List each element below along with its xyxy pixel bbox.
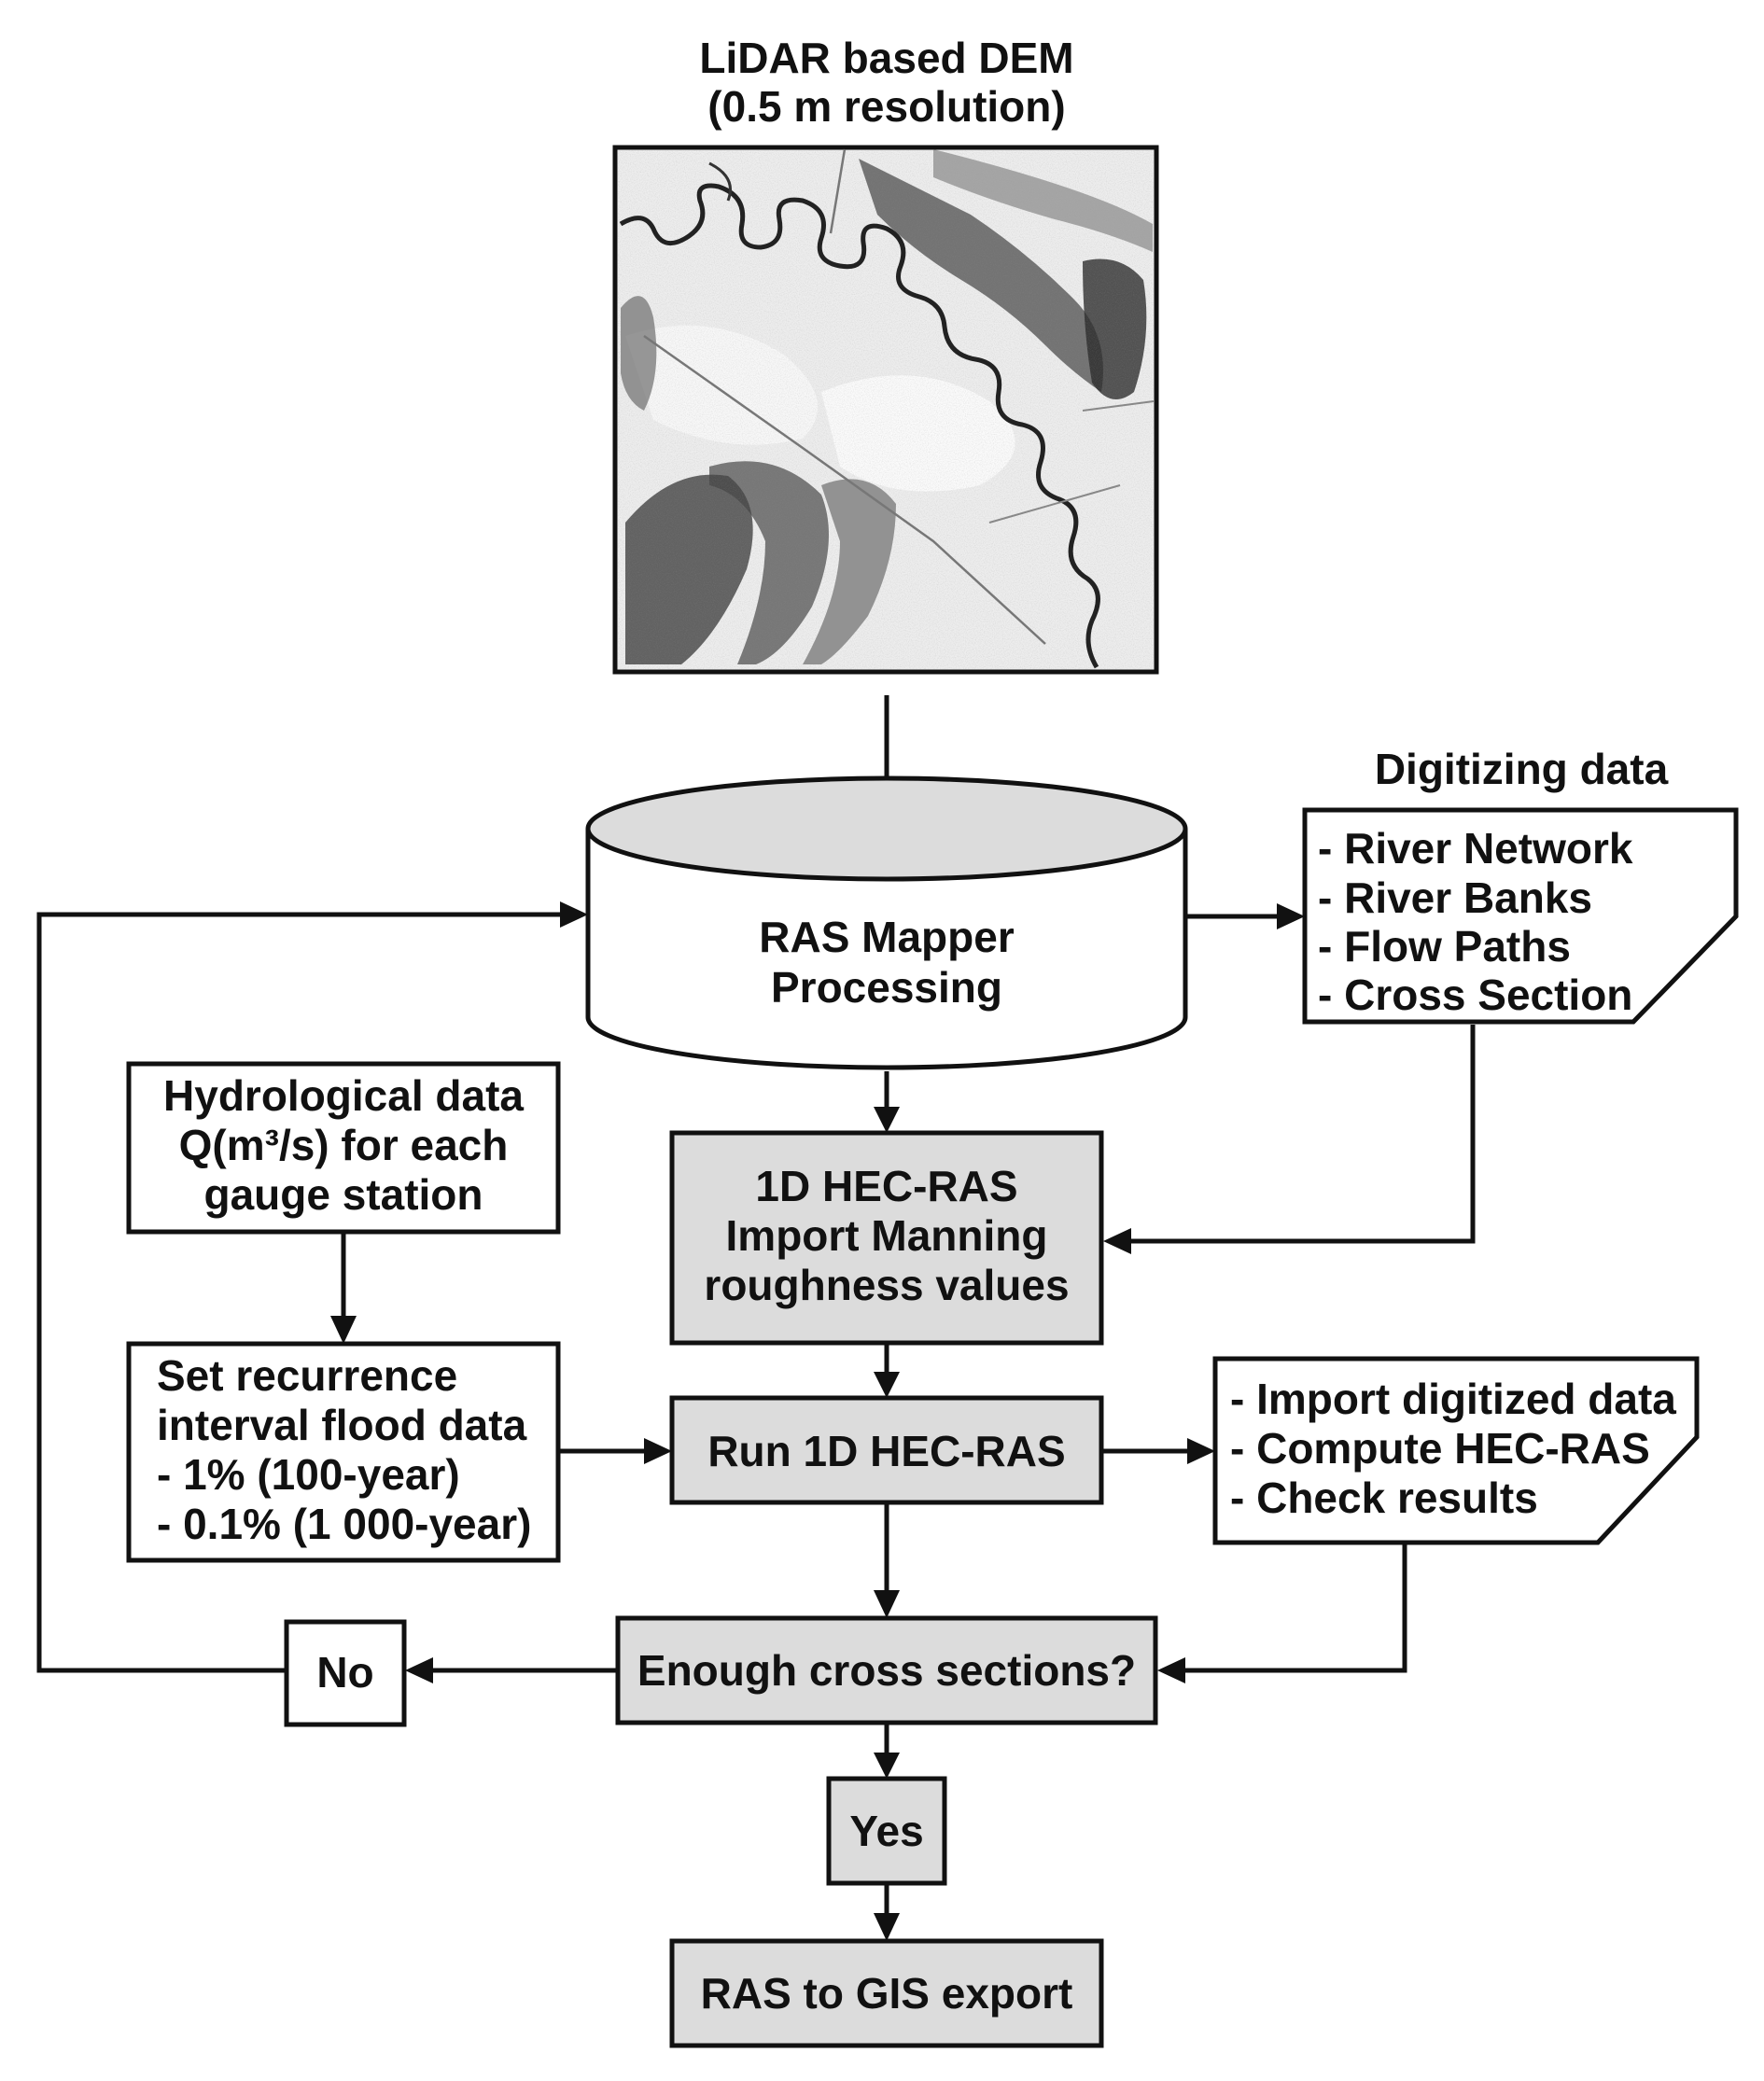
arrowhead-notes-to-decision bbox=[1157, 1657, 1185, 1683]
recurrence-line3: - 1% (100-year) bbox=[157, 1450, 460, 1499]
arrowhead-yes-to-export bbox=[874, 1913, 900, 1941]
hydrological-line3: gauge station bbox=[203, 1170, 483, 1219]
connector-digitizing-to-import bbox=[1129, 1025, 1476, 1244]
arrowhead-import-to-run bbox=[874, 1372, 900, 1398]
decision-box bbox=[615, 1615, 1158, 1725]
digitizing-item: - Cross Section bbox=[1318, 971, 1632, 1019]
digitizing-title: Digitizing data bbox=[1375, 745, 1669, 793]
export-label: RAS to GIS export bbox=[701, 1969, 1073, 2018]
arrowhead-run-to-decision bbox=[874, 1590, 900, 1618]
run-notes-box bbox=[1212, 1356, 1700, 1545]
dem-title-line1: LiDAR based DEM bbox=[699, 34, 1073, 82]
dem-image bbox=[612, 145, 1159, 675]
recurrence-box bbox=[126, 1341, 561, 1563]
no-label: No bbox=[316, 1648, 373, 1697]
arrowhead-run-to-notes bbox=[1187, 1438, 1215, 1464]
arrowhead-processing-to-import bbox=[874, 1107, 900, 1133]
processing-label-line2: Processing bbox=[771, 963, 1002, 1012]
hydrological-line1: Hydrological data bbox=[163, 1071, 524, 1120]
run-box bbox=[669, 1395, 1104, 1505]
import-manning-line2: Import Manning bbox=[726, 1211, 1048, 1260]
recurrence-line4: - 0.1% (1 000-year) bbox=[157, 1500, 531, 1548]
arrowhead-digitizing-to-import bbox=[1103, 1228, 1131, 1254]
run-notes-item: - Check results bbox=[1230, 1473, 1538, 1522]
no-box bbox=[284, 1619, 407, 1727]
decision-label: Enough cross sections? bbox=[637, 1646, 1136, 1695]
processing-cylinder bbox=[585, 775, 1188, 1070]
yes-box bbox=[826, 1776, 947, 1886]
hydrological-line2: Q(m³/s) for each bbox=[179, 1121, 509, 1169]
processing-label-line1: RAS Mapper bbox=[759, 913, 1015, 961]
arrowhead-decision-to-yes bbox=[874, 1753, 900, 1779]
run-notes-item: - Compute HEC-RAS bbox=[1230, 1424, 1650, 1473]
arrowhead-decision-to-no bbox=[405, 1657, 433, 1683]
digitizing-item: - Flow Paths bbox=[1318, 922, 1571, 971]
run-notes-item: - Import digitized data bbox=[1230, 1375, 1676, 1423]
digitizing-box bbox=[1302, 807, 1739, 1025]
digitizing-item: - River Network bbox=[1318, 824, 1633, 873]
hydrological-box bbox=[126, 1061, 561, 1235]
run-label: Run 1D HEC-RAS bbox=[707, 1427, 1065, 1475]
yes-label: Yes bbox=[849, 1807, 923, 1855]
recurrence-line1: Set recurrence bbox=[157, 1351, 457, 1400]
connector-notes-to-decision bbox=[1183, 1544, 1407, 1673]
arrowhead-recurrence-to-run bbox=[644, 1438, 672, 1464]
export-box bbox=[669, 1938, 1104, 2048]
recurrence-line2: interval flood data bbox=[157, 1401, 527, 1449]
import-manning-line3: roughness values bbox=[704, 1261, 1069, 1309]
digitizing-item: - River Banks bbox=[1318, 873, 1592, 922]
import-manning-line1: 1D HEC-RAS bbox=[755, 1162, 1017, 1210]
dem-title-line2: (0.5 m resolution) bbox=[707, 82, 1065, 131]
arrowhead-hydrological-to-recurrence bbox=[330, 1316, 357, 1344]
import-manning-box bbox=[669, 1130, 1104, 1346]
arrowhead-processing-to-digitizing bbox=[1277, 903, 1305, 929]
loop-back-connector bbox=[36, 912, 560, 1673]
arrowhead-loop-back bbox=[560, 901, 588, 928]
